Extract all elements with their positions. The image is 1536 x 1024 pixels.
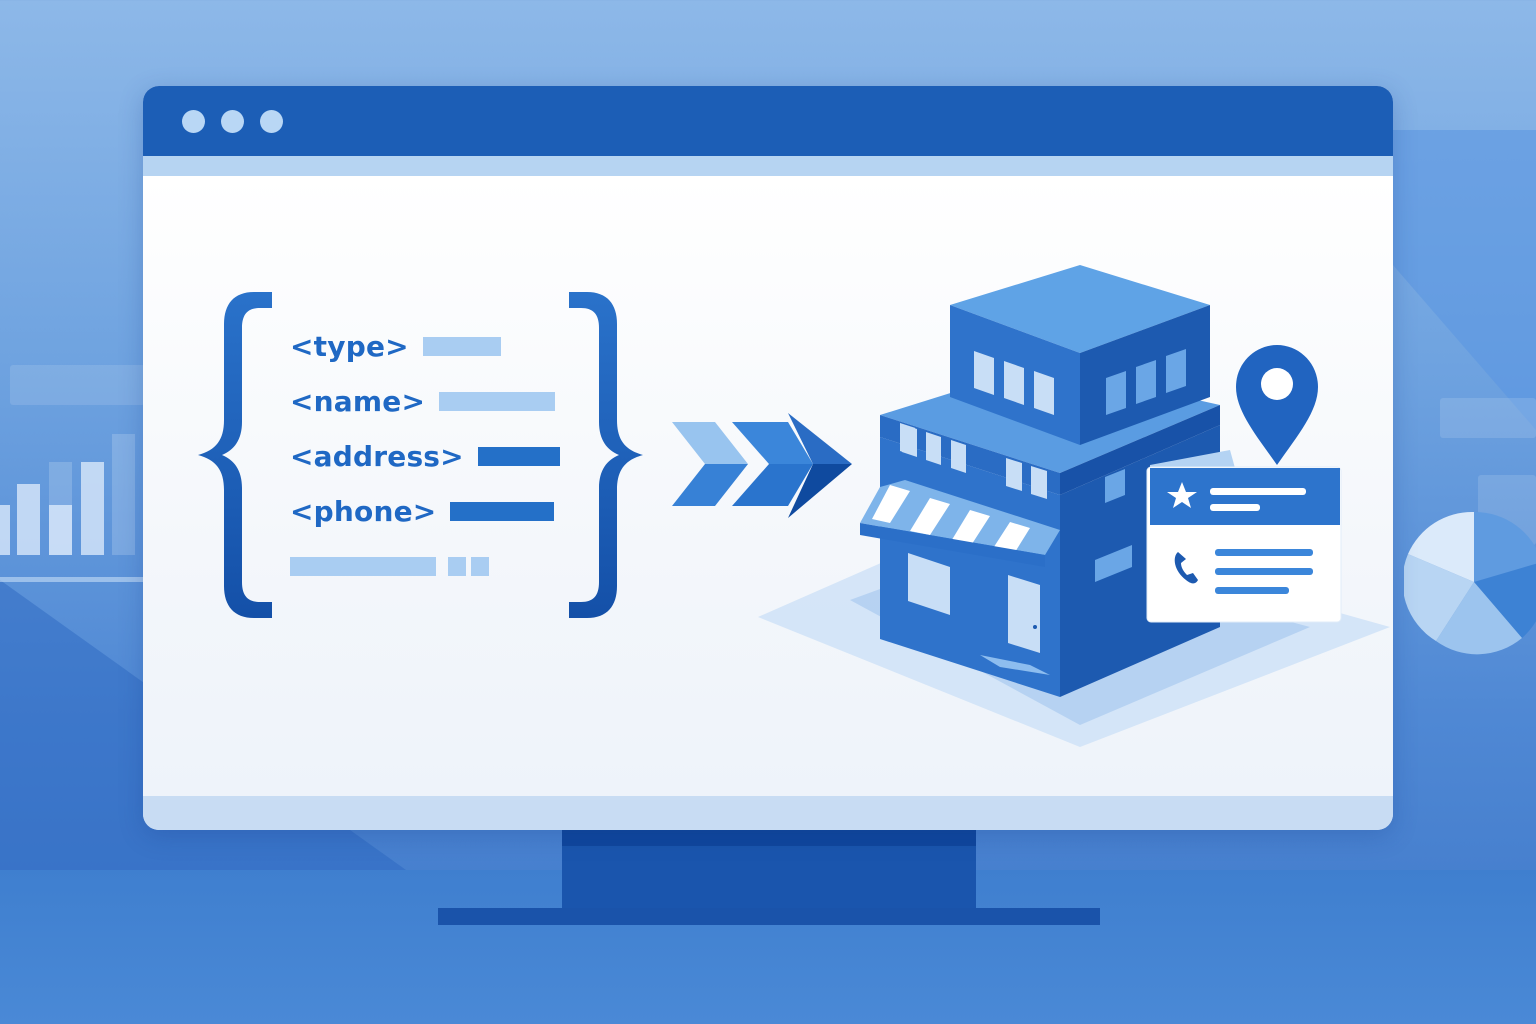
window-toolbar bbox=[143, 156, 1393, 176]
field-value-placeholder bbox=[422, 336, 501, 356]
window-control-dot[interactable] bbox=[221, 110, 244, 133]
business-location-illustration bbox=[758, 265, 1390, 747]
field-tag: <type> bbox=[290, 329, 409, 363]
field-value-placeholder bbox=[450, 501, 555, 521]
open-brace-icon bbox=[198, 292, 272, 618]
field-tag: <name> bbox=[290, 384, 426, 418]
monitor-base bbox=[438, 908, 1100, 925]
field-row-address: <address> bbox=[290, 436, 560, 476]
bar-chart-icon bbox=[0, 350, 145, 590]
field-value-placeholder bbox=[439, 391, 556, 411]
phone-icon bbox=[1174, 552, 1198, 584]
field-row-type: <type> bbox=[290, 326, 501, 366]
field-value-placeholder bbox=[477, 446, 560, 466]
field-tag: <phone> bbox=[290, 494, 437, 528]
field-row-phone: <phone> bbox=[290, 491, 555, 531]
window-control-dot[interactable] bbox=[182, 110, 205, 133]
placeholder-chip bbox=[448, 556, 466, 576]
window-titlebar bbox=[143, 86, 1393, 156]
double-chevron-arrow-right-icon bbox=[672, 413, 852, 518]
field-row-name: <name> bbox=[290, 381, 556, 421]
field-tag: <address> bbox=[290, 439, 464, 473]
close-brace-icon bbox=[569, 292, 643, 618]
pie-chart-icon bbox=[1390, 380, 1536, 680]
placeholder-bar bbox=[290, 556, 436, 576]
window-control-dot[interactable] bbox=[260, 110, 283, 133]
placeholder-chip bbox=[471, 556, 489, 576]
trailing-placeholder-row bbox=[290, 546, 489, 586]
business-listing-card bbox=[1146, 450, 1342, 623]
monitor-stand bbox=[562, 830, 976, 910]
monitor-chin bbox=[143, 796, 1393, 830]
star-icon bbox=[1167, 482, 1197, 508]
location-pin-icon bbox=[1236, 345, 1318, 465]
